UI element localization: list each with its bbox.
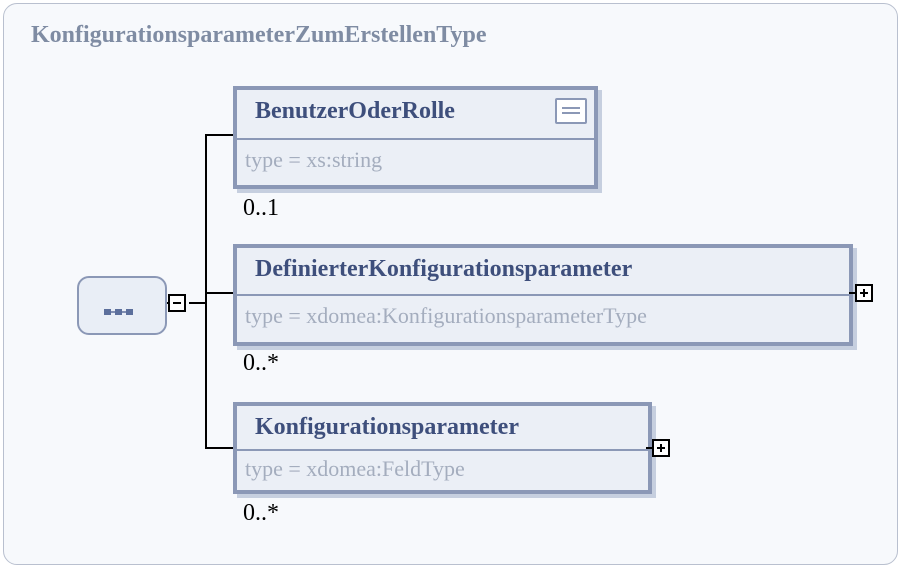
sequence-icon [104, 309, 133, 315]
connector-line [205, 447, 233, 449]
element-type: type = xdomea:FeldType [245, 456, 465, 481]
connector-line [849, 292, 855, 294]
connector-line [205, 134, 233, 136]
connector-line [189, 302, 206, 304]
element-name: Konfigurationsparameter [255, 414, 519, 440]
sequence-compositor[interactable] [77, 276, 167, 335]
element-box-benutzeroderrolle[interactable]: BenutzerOderRolle type = xs:string [233, 86, 598, 189]
element-type: type = xdomea:KonfigurationsparameterTyp… [245, 303, 647, 328]
element-type: type = xs:string [245, 147, 383, 172]
diagram-title: KonfigurationsparameterZumErstellenType [31, 22, 487, 48]
element-name: BenutzerOderRolle [255, 98, 455, 124]
element-separator [237, 294, 849, 296]
element-separator [237, 138, 594, 140]
element-name: DefinierterKonfigurationsparameter [255, 256, 633, 282]
element-box-definierterkonfigurationsparameter[interactable]: DefinierterKonfigurationsparameter type … [233, 244, 853, 346]
cardinality-label: 0..* [243, 500, 279, 526]
collapse-sequence-button[interactable] [168, 294, 186, 312]
expand-element-button[interactable] [855, 284, 873, 302]
minus-icon [173, 302, 181, 304]
connector-line [205, 134, 207, 449]
connector-line [205, 292, 233, 294]
cardinality-label: 0..* [243, 350, 279, 376]
documentation-icon[interactable] [555, 98, 587, 124]
cardinality-label: 0..1 [243, 195, 279, 221]
element-separator [237, 449, 648, 451]
connector-line [646, 447, 652, 449]
element-box-konfigurationsparameter[interactable]: Konfigurationsparameter type = xdomea:Fe… [233, 402, 652, 494]
expand-element-button[interactable] [652, 439, 670, 457]
